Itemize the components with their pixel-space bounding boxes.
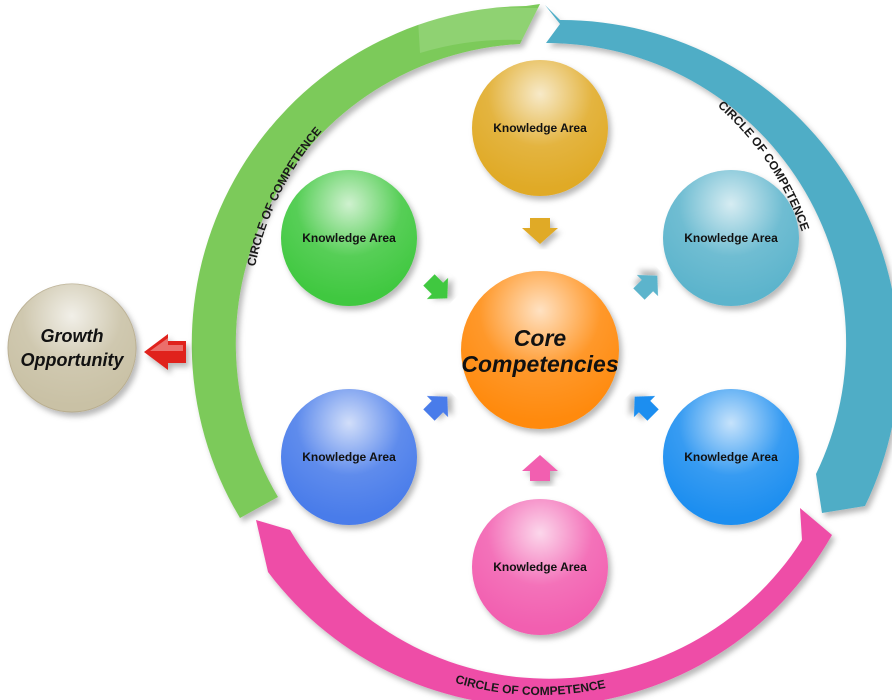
knowledge-area-lower-left: Knowledge Area <box>281 389 417 525</box>
arrow-up-icon <box>522 455 558 481</box>
core-label-line2: Competencies <box>461 351 618 377</box>
arrow-down-left-icon <box>633 274 659 300</box>
ring-arc-pink <box>256 508 832 700</box>
arrow-down-right-icon <box>423 274 449 300</box>
growth-label-line1: Growth <box>41 326 104 346</box>
knowledge-area-label: Knowledge Area <box>684 231 778 245</box>
knowledge-area-label: Knowledge Area <box>302 231 396 245</box>
ring-arc-green <box>191 4 540 518</box>
knowledge-area-top: Knowledge Area <box>472 60 608 196</box>
growth-opportunity-node: Growth Opportunity <box>7 283 137 413</box>
ring-arc-blue <box>545 5 892 513</box>
core-competencies-node: Core Competencies <box>461 271 619 429</box>
arrow-left-icon <box>144 334 186 370</box>
arrow-down-icon <box>522 218 558 244</box>
knowledge-area-label: Knowledge Area <box>493 121 587 135</box>
arrow-up-right-icon <box>423 395 449 421</box>
arrow-up-left-icon <box>633 395 659 421</box>
knowledge-area-label: Knowledge Area <box>493 560 587 574</box>
knowledge-area-label: Knowledge Area <box>684 450 778 464</box>
core-label-line1: Core <box>514 325 567 351</box>
knowledge-area-upper-left: Knowledge Area <box>281 170 417 306</box>
knowledge-area-upper-right: Knowledge Area <box>663 170 799 306</box>
knowledge-area-lower-right: Knowledge Area <box>663 389 799 525</box>
knowledge-area-bottom: Knowledge Area <box>472 499 608 635</box>
knowledge-area-label: Knowledge Area <box>302 450 396 464</box>
growth-label-line2: Opportunity <box>21 350 125 370</box>
